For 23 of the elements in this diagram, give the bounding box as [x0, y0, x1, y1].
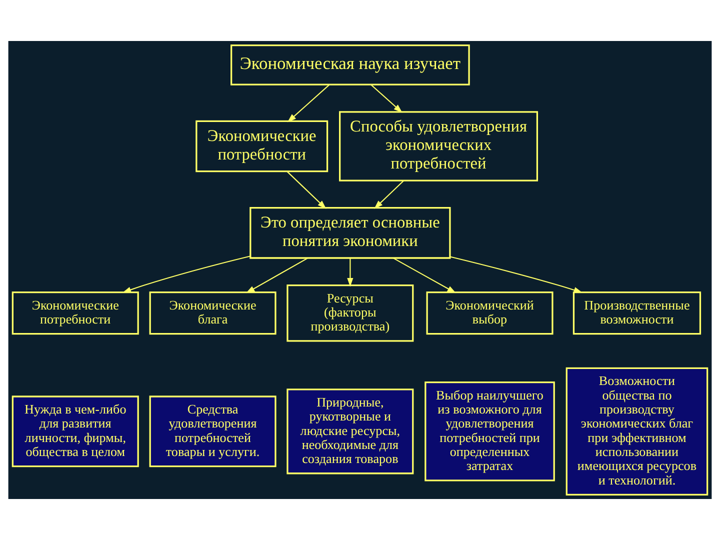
- node-box: Ресурсы (факторы производства): [286, 284, 414, 342]
- arrow: [246, 258, 308, 294]
- node-box: Экономический выбор: [426, 292, 554, 335]
- node-box: Средства удовлетворения потребностей товары и услуги.: [149, 396, 276, 468]
- arrow: [392, 258, 456, 294]
- node-box: Экономические потребности: [196, 120, 328, 172]
- arrow: [370, 84, 402, 113]
- node-box: Природные, рукотворные и людские ресурсы, необходимые для создания товаров: [286, 388, 414, 474]
- arrow: [374, 180, 404, 209]
- arrow: [286, 170, 326, 209]
- arrow: [287, 84, 330, 122]
- node-box: Экономическая наука изучает: [230, 44, 470, 86]
- node-box: Нужда в чем-либо для развития личности, фирмы, общества в целом: [12, 396, 139, 468]
- node-box: Способы удовлетворения экономических потребностей: [339, 111, 538, 182]
- node-box: Возможности общества по производству экономических благ при эффективном использовании имеющихся ресурсов и технологий.: [566, 367, 708, 496]
- node-box: Это определяет основные понятия экономики: [250, 207, 451, 259]
- node-box: Выбор наилучшего из возможного для удовлетворения потребностей при определенных затратах: [424, 382, 555, 482]
- node-box: Производственные возможности: [572, 292, 702, 335]
- arrow: [347, 258, 354, 287]
- arrow: [122, 256, 251, 293]
- arrow: [450, 256, 583, 293]
- node-box: Экономические блага: [149, 292, 276, 335]
- node-box: Экономические потребности: [12, 292, 139, 335]
